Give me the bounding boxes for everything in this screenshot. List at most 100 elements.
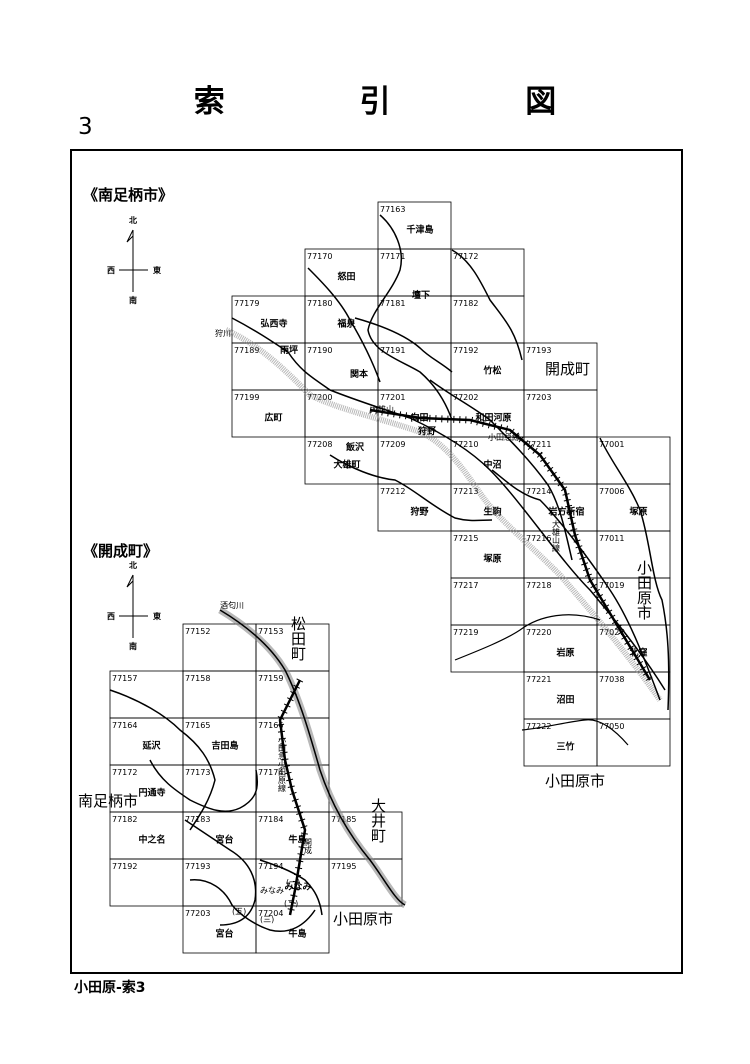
grid-cell-code: 77199 — [234, 393, 259, 402]
place-label-matsuda-town: 松田町 — [289, 616, 307, 661]
grid-cell-code: 77170 — [307, 252, 332, 261]
compass-west: 西 — [107, 612, 115, 621]
grid-cell-place: 吉田島 — [212, 740, 239, 752]
map-frame — [70, 149, 683, 974]
grid-cell-place: 狩野 — [410, 506, 429, 518]
grid-cell-code: 77203 — [526, 393, 551, 402]
river-label: 狩川 — [215, 328, 231, 338]
grid-cell-place: 円通寺 — [139, 787, 166, 799]
upper-index-grid: 77163 千津島 77170 怒田 77171 77172 77179 弘西寺 77180 福泉… — [231, 201, 671, 767]
grid-cell-place: 広町 — [265, 412, 283, 424]
grid-cell-code: 77159 — [258, 674, 283, 683]
grid-cell-code: 77222 — [526, 722, 551, 731]
grid-cell-code: 77208 — [307, 440, 332, 449]
compass-south: 南 — [129, 641, 137, 651]
grid-cell-code: 77006 — [599, 487, 624, 496]
grid-cell-code: 77171 — [380, 252, 405, 261]
railway-label: 小田急線 — [488, 432, 520, 442]
grid-cell-code: 77193 — [185, 862, 210, 871]
grid-cell-place: 竹松 — [483, 365, 502, 377]
grid-cell-place: 塚原 — [484, 553, 502, 565]
place-label: (五) — [232, 907, 246, 916]
grid-cell-code: 77202 — [453, 393, 478, 402]
grid-cell-place: 福泉 — [337, 318, 357, 330]
section-label-minamiashigara: 《南足柄市》 — [83, 186, 173, 204]
grid-cell-code: 77221 — [526, 675, 551, 684]
river-label: 酒匂川 — [220, 600, 244, 610]
grid-cell-code: 77190 — [307, 346, 332, 355]
grid-cell-code: 77166 — [258, 721, 283, 730]
upper-map-features — [224, 214, 670, 746]
grid-cell-code: 77218 — [526, 581, 551, 590]
grid-cell-code: 77216 — [526, 534, 551, 543]
place-label-odawara-city: 小田原市 — [545, 772, 605, 790]
grid-cell-code: 77212 — [380, 487, 405, 496]
grid-cell-code: 77214 — [526, 487, 551, 496]
grid-cell-code: 77038 — [599, 675, 624, 684]
compass-east: 東 — [153, 611, 161, 621]
railway-label: 大雄山 — [370, 404, 394, 414]
grid-cell-code: 77011 — [599, 534, 624, 543]
grid-cell-place: 沼田 — [557, 694, 575, 706]
section-label-kaisei: 《開成町》 — [83, 542, 158, 560]
station-label: 開成 — [304, 838, 313, 855]
grid-cell-code: 77201 — [380, 393, 405, 402]
grid-cell-code: 77182 — [112, 815, 137, 824]
footer-label: 小田原-索3 — [74, 980, 146, 996]
place-label-kaisei-town: 開成町 — [545, 360, 590, 378]
grid-cell-code: 77050 — [599, 722, 624, 731]
place-label: 飯沢 — [345, 441, 365, 453]
place-label: みなみ — [260, 886, 284, 895]
grid-cell-code: 77180 — [307, 299, 332, 308]
railway-label: 大雄山線 — [552, 519, 561, 552]
grid-cell-code: 77192 — [112, 862, 137, 871]
grid-cell-place: 弘西寺 — [261, 318, 288, 330]
grid-cell-code: 77157 — [112, 674, 137, 683]
place-label-odawara-city: 小田原市 — [333, 910, 393, 928]
place-label: 関本 — [350, 368, 369, 380]
grid-cell-code: 77195 — [331, 862, 356, 871]
place-label: 狩野 — [417, 425, 436, 437]
lower-map-features — [109, 606, 407, 932]
grid-cell-place: 岩原 — [556, 647, 575, 659]
grid-cell-code: 77217 — [453, 581, 478, 590]
compass-east: 東 — [153, 265, 161, 275]
compass-west: 西 — [107, 266, 115, 275]
grid-cell-code: 77152 — [185, 627, 210, 636]
grid-cell-place: 中沼 — [484, 459, 502, 471]
grid-cell-code: 77220 — [526, 628, 551, 637]
grid-cell-code: 77001 — [599, 440, 624, 449]
grid-cell-place: 宮台 — [216, 834, 234, 846]
compass-north: 北 — [129, 215, 137, 225]
grid-cell-code: 77211 — [526, 440, 551, 449]
place-label: (二) — [284, 899, 298, 908]
grid-cell-place: 怒田 — [338, 271, 356, 283]
grid-cell-code: 77204 — [258, 909, 283, 918]
grid-cell-place: 千津島 — [407, 224, 434, 236]
grid-cell-code: 77153 — [258, 627, 283, 636]
grid-cell-code: 77219 — [453, 628, 478, 637]
grid-cell-code: 77172 — [453, 252, 478, 261]
grid-cell-code: 77163 — [380, 205, 405, 214]
place-label: 雨坪 — [280, 344, 298, 356]
place-label: (三) — [260, 915, 274, 924]
grid-cell-code: 77181 — [380, 299, 405, 308]
grid-cell-code: 77203 — [185, 909, 210, 918]
grid-cell-place: 宮台 — [216, 928, 234, 940]
grid-cell-code: 77191 — [380, 346, 405, 355]
grid-cell-place: 牛島 — [289, 928, 307, 940]
place-label-minamiashigara-city: 南足柄市 — [78, 792, 138, 810]
place-label: 壇下 — [412, 289, 430, 301]
place-label-oi-town: 大井町 — [369, 798, 387, 843]
grid-cell-code: 77174 — [258, 768, 283, 777]
grid-cell-code: 77192 — [453, 346, 478, 355]
grid-cell-code: 77172 — [112, 768, 137, 777]
grid-cell-code: 77194 — [258, 862, 283, 871]
grid-cell-place: 塚原 — [630, 506, 648, 518]
grid-cell-place: 三竹 — [557, 741, 575, 753]
grid-cell-code: 77179 — [234, 299, 259, 308]
compass-rose-lower: 北 南 西 東 — [107, 560, 161, 651]
grid-cell-code: 77164 — [112, 721, 137, 730]
grid-cell-code: 77182 — [453, 299, 478, 308]
